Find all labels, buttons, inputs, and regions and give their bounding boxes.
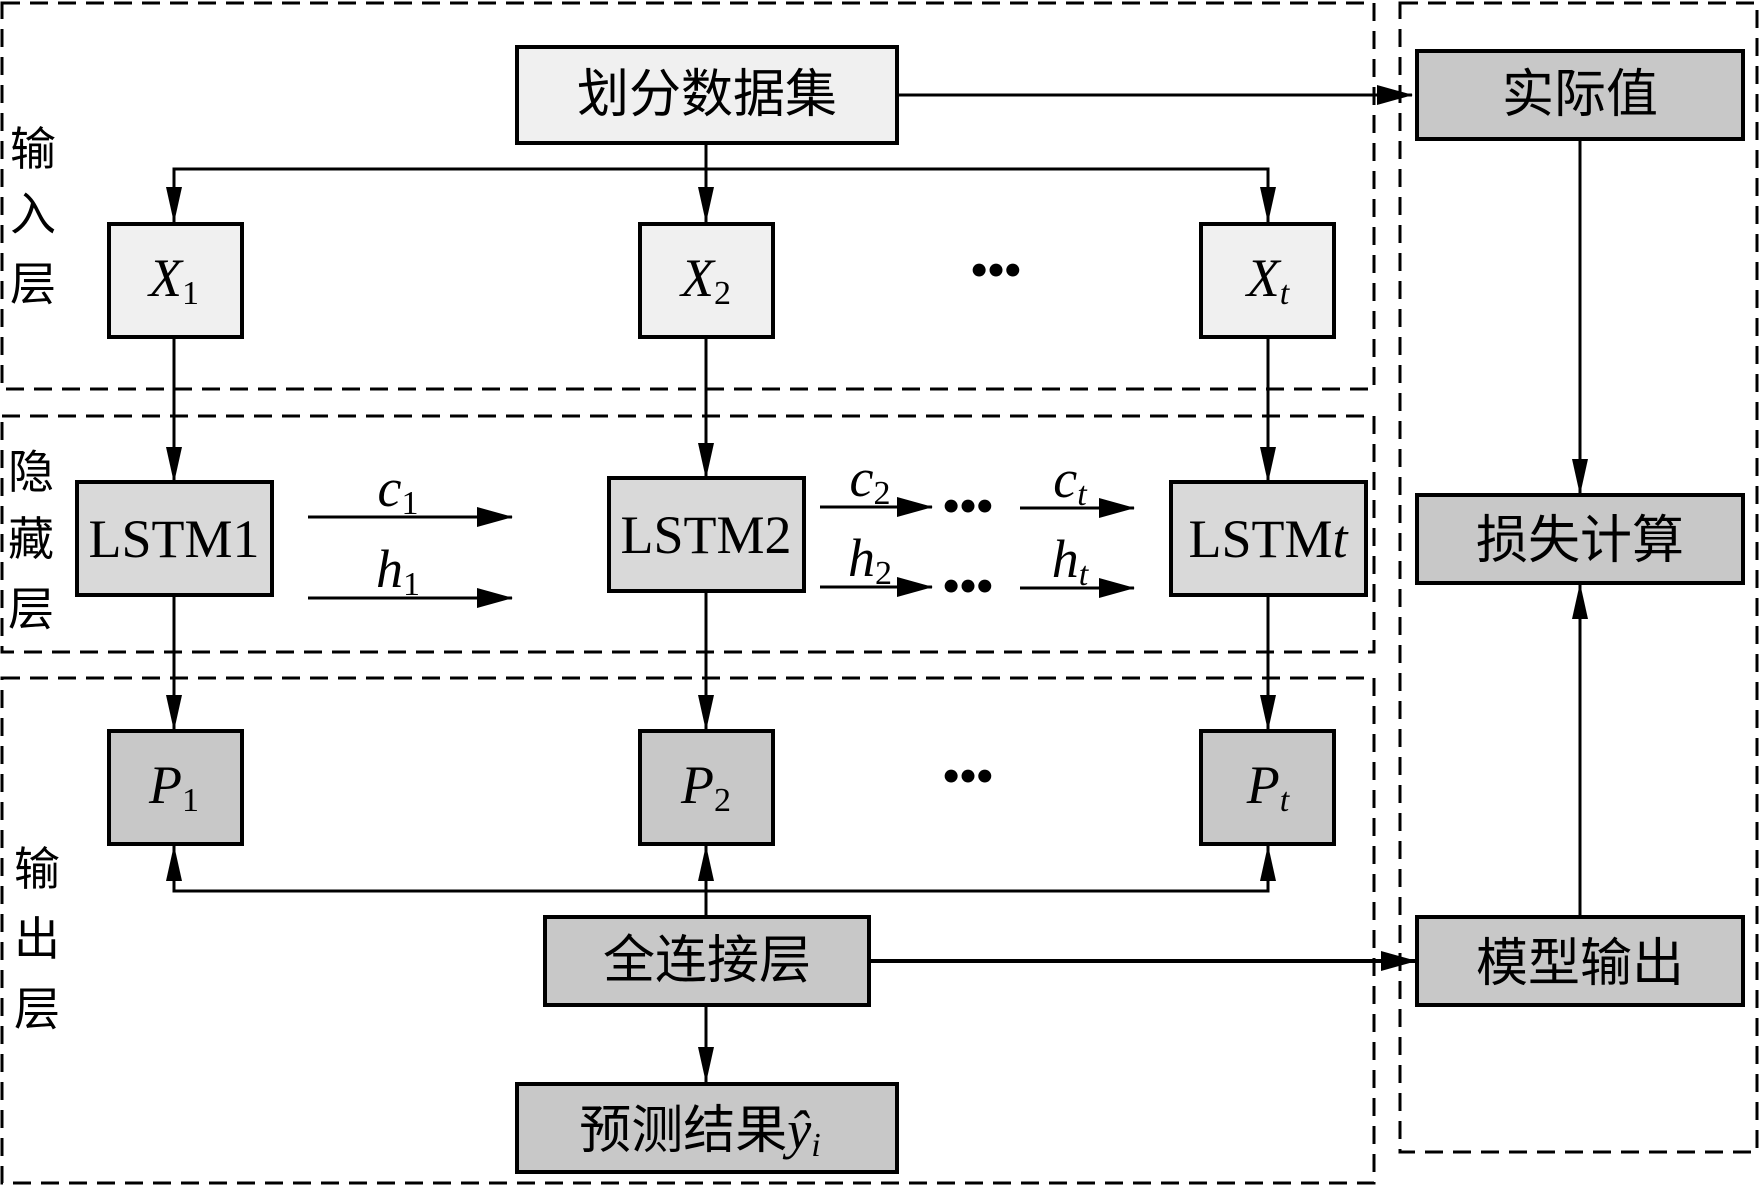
svg-text:全连接层: 全连接层 — [603, 931, 811, 991]
lstmt-node: LSTMt — [1169, 480, 1368, 597]
prediction-symbol: ŷ — [782, 1100, 811, 1160]
output-p1-node: P1 — [107, 729, 244, 846]
fully-connected-node: 全连接层 — [543, 915, 871, 1007]
svg-text:Xt: Xt — [1245, 248, 1291, 312]
lstm1-node: LSTM1 — [75, 480, 274, 597]
dataset-split-node: 划分数据集 — [515, 45, 899, 145]
svg-text:预测结果ŷi: 预测结果ŷi — [579, 1100, 820, 1164]
svg-text:隐: 隐 — [8, 445, 54, 499]
svg-text:Pt: Pt — [1246, 755, 1291, 819]
svg-text:P1: P1 — [148, 755, 199, 819]
output-layer-label: 输 出 层 — [14, 842, 60, 1036]
svg-text:LSTMt: LSTMt — [1188, 509, 1349, 569]
c-ellipsis: ••• — [943, 480, 993, 533]
svg-text:输: 输 — [14, 842, 60, 896]
svg-text:X1: X1 — [147, 248, 199, 312]
input-xt-node: Xt — [1199, 222, 1336, 339]
output-p2-node: P2 — [638, 729, 775, 846]
actual-value-node: 实际值 — [1415, 49, 1745, 141]
loss-calc-node: 损失计算 — [1415, 493, 1745, 585]
hidden-layer-region — [0, 414, 1376, 654]
svg-text:损失计算: 损失计算 — [1476, 511, 1684, 571]
h-ellipsis: ••• — [943, 560, 993, 613]
lstm2-node: LSTM2 — [607, 476, 806, 593]
hidden-layer-label: 隐 藏 层 — [8, 445, 54, 636]
state-c1: c1 — [378, 458, 419, 522]
input-x1-node: X1 — [107, 222, 244, 339]
output-pt-node: Pt — [1199, 729, 1336, 846]
state-h1: h1 — [376, 539, 420, 603]
split-fanout-line — [172, 167, 1270, 222]
state-c2: c2 — [850, 448, 891, 512]
svg-text:LSTM2: LSTM2 — [620, 505, 791, 565]
output-ellipsis: ••• — [943, 750, 993, 803]
svg-text:实际值: 实际值 — [1502, 65, 1658, 125]
prediction-label: 预测结果 — [579, 1101, 787, 1161]
prediction-subscript: i — [811, 1127, 820, 1164]
svg-text:P2: P2 — [680, 755, 731, 819]
loss-region — [1398, 1, 1759, 1154]
input-layer-label: 输 入 层 — [10, 122, 56, 311]
svg-text:X2: X2 — [679, 248, 731, 312]
svg-text:藏: 藏 — [8, 512, 54, 566]
input-layer-region — [0, 1, 1376, 391]
svg-text:输: 输 — [10, 122, 56, 176]
svg-text:层: 层 — [10, 257, 56, 311]
input-x2-node: X2 — [638, 222, 775, 339]
prediction-node: 预测结果ŷi — [515, 1082, 899, 1174]
input-ellipsis: ••• — [971, 244, 1021, 297]
svg-text:模型输出: 模型输出 — [1476, 934, 1684, 994]
svg-text:入: 入 — [10, 187, 56, 241]
state-ht: ht — [1052, 529, 1090, 593]
svg-text:出: 出 — [14, 912, 60, 966]
output-layer-region — [0, 676, 1376, 1185]
svg-text:划分数据集: 划分数据集 — [577, 65, 837, 125]
state-ct: ct — [1053, 449, 1088, 513]
fc-fanout-line — [172, 846, 1270, 893]
svg-text:层: 层 — [8, 582, 54, 636]
svg-text:LSTM1: LSTM1 — [88, 509, 259, 569]
svg-text:层: 层 — [14, 982, 60, 1036]
model-output-node: 模型输出 — [1415, 915, 1745, 1007]
state-h2: h2 — [848, 528, 892, 592]
